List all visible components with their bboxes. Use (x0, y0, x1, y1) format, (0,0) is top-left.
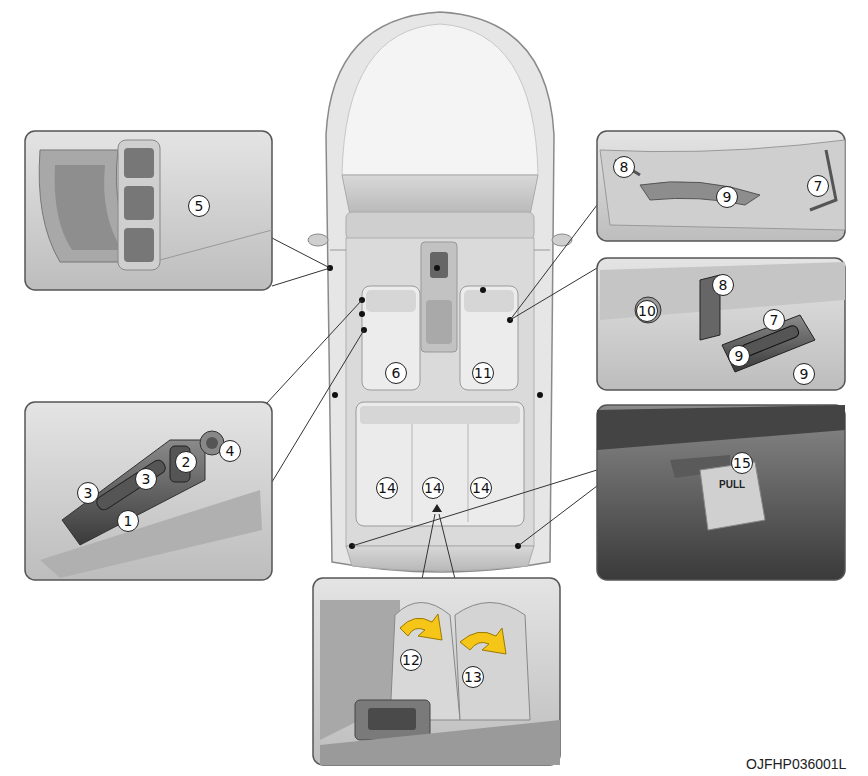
callout-number: 14 (376, 477, 398, 499)
callout-number: 9 (716, 186, 738, 208)
callout-number: 11 (472, 362, 494, 384)
callout-number: 9 (793, 363, 815, 385)
callout-number: 8 (613, 156, 635, 178)
callout-number: 13 (462, 666, 484, 688)
callout-number: 3 (135, 468, 157, 490)
figure-code: OJFHP036001L (746, 756, 846, 772)
callout-number: 14 (422, 477, 444, 499)
callout-number: 6 (385, 362, 407, 384)
callout-number: 12 (400, 649, 422, 671)
callout-number: 7 (807, 175, 829, 197)
callout-number: 15 (731, 452, 753, 474)
lever-text: PULL (719, 479, 745, 490)
callout-number: 5 (188, 195, 210, 217)
callout-number: 3 (77, 482, 99, 504)
callout-number: 4 (219, 440, 241, 462)
callout-number: 10 (636, 300, 658, 322)
callout-number: 9 (728, 345, 750, 367)
callout-number: 1 (117, 510, 139, 532)
callout-number: 7 (763, 309, 785, 331)
callout-number: 2 (175, 451, 197, 473)
callout-number: 8 (712, 274, 734, 296)
callout-number: 14 (470, 477, 492, 499)
